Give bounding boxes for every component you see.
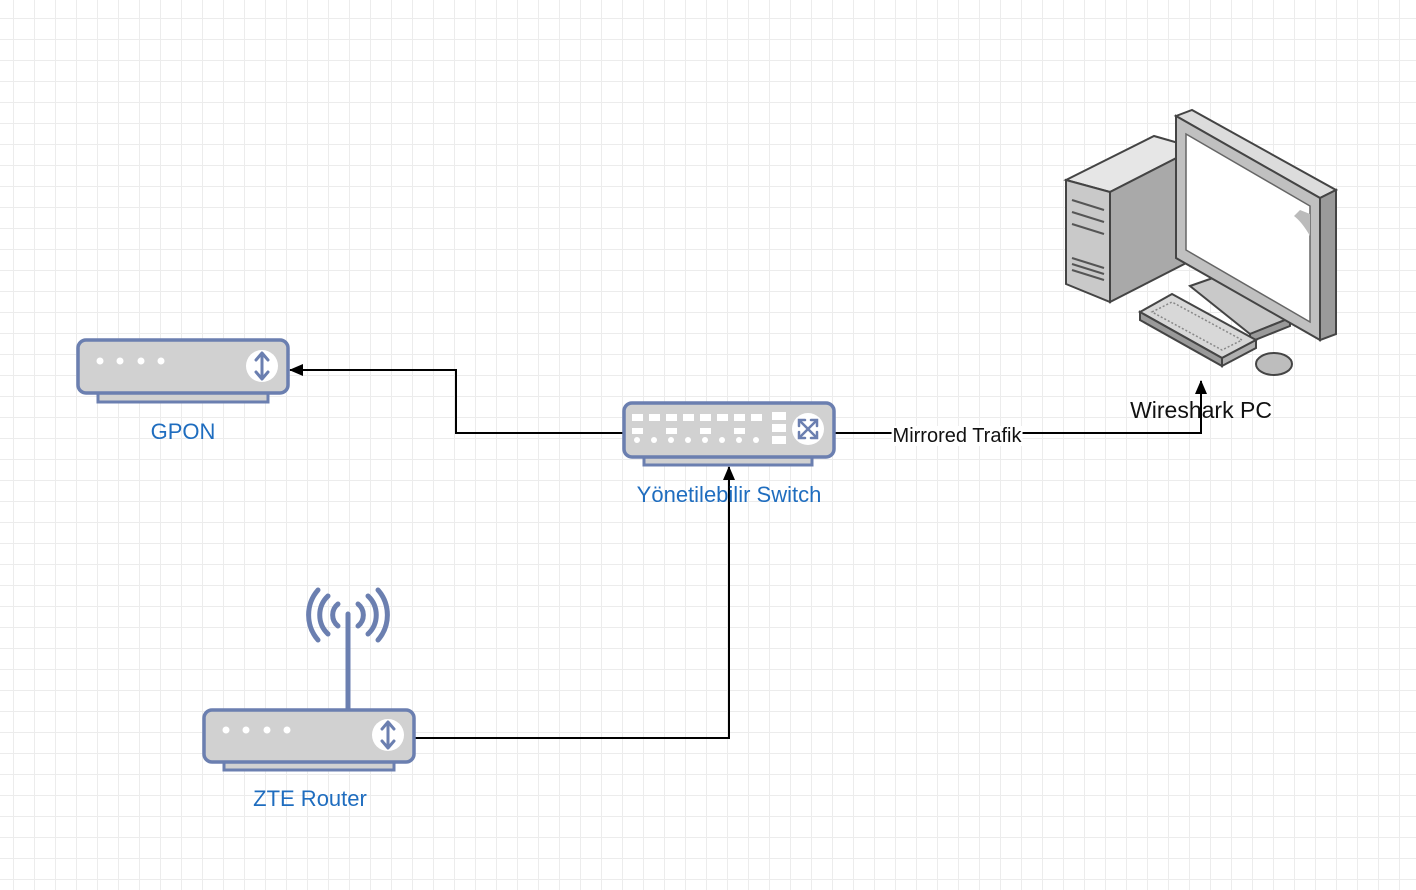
router-device-icon[interactable] [202,587,416,772]
switch-label: Yönetilebilir Switch [636,482,822,507]
pc-label: Wireshark PC [1130,397,1272,423]
gpon-label: GPON [150,419,216,444]
pc-device-icon[interactable] [1063,108,1339,376]
edge-router-to-switch [414,466,735,739]
gpon-device-icon[interactable] [76,338,290,404]
wifi-antenna-icon [306,587,390,713]
router-label: ZTE Router [253,786,367,811]
switch-device-icon[interactable] [622,401,836,467]
mirror-edge-label: Mirrored Trafik [891,425,1023,447]
edge-switch-to-gpon [289,364,624,434]
